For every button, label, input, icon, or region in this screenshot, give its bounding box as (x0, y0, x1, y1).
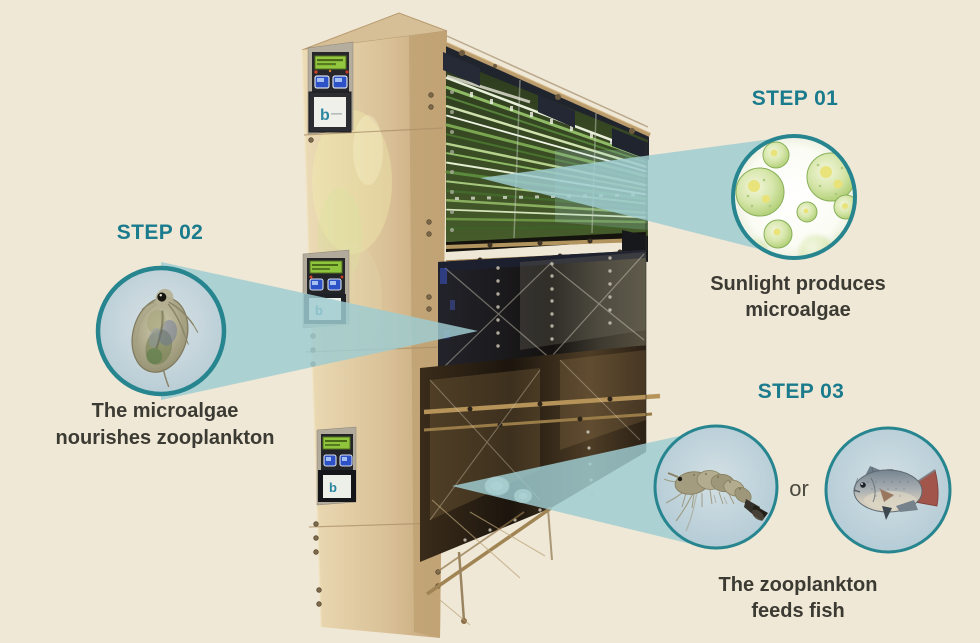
step02-caption-line2: nourishes zooplankton (55, 427, 275, 449)
shrimp-icon (663, 470, 768, 532)
step01-caption: Sunlight produces microalgae (710, 271, 886, 323)
step03-caption-line1: The zooplankton (718, 574, 878, 596)
or-label: or (789, 476, 809, 501)
step01-label: STEP 01 (751, 87, 839, 110)
step03-caption: The zooplankton feeds fish (719, 572, 878, 624)
brand-logo-letter: b (329, 480, 337, 495)
control-unit-3: b (316, 426, 357, 506)
step02-caption: The microalgae nourishes zooplankton (56, 398, 275, 452)
step02-caption-line1: The microalgae (91, 400, 239, 422)
step01-caption-line1: Sunlight produces (710, 273, 886, 295)
zooplankton-icon (131, 288, 199, 388)
step02-circle-ring (95, 265, 227, 397)
fish-icon (853, 466, 939, 520)
step03-fish-circle (824, 426, 952, 554)
step01-circle (731, 134, 857, 260)
step03-label: STEP 03 (757, 380, 845, 403)
machine-middle-glass (438, 250, 646, 368)
step02-label: STEP 02 (116, 221, 204, 244)
control-unit-1: b (307, 41, 354, 135)
callout-beam-step01 (480, 136, 794, 258)
machine-top-rail (443, 35, 651, 160)
step03-shrimp-ring (653, 424, 779, 550)
step02-circle (95, 265, 227, 397)
step01-circle-ring (731, 134, 857, 260)
callout-beam-step03 (452, 428, 716, 550)
machine-bottom-frame (426, 499, 553, 626)
step03-shrimp-circle (653, 424, 779, 550)
control-screen (314, 97, 346, 127)
callout-beams (161, 136, 794, 550)
step03-fish-ring (824, 426, 952, 554)
callout-beam-step02 (161, 262, 478, 400)
control-screen (323, 475, 351, 498)
brand-logo-letter: b (320, 107, 330, 124)
step01-caption-line2: microalgae (745, 299, 851, 321)
step03-caption-line2: feeds fish (751, 600, 845, 622)
